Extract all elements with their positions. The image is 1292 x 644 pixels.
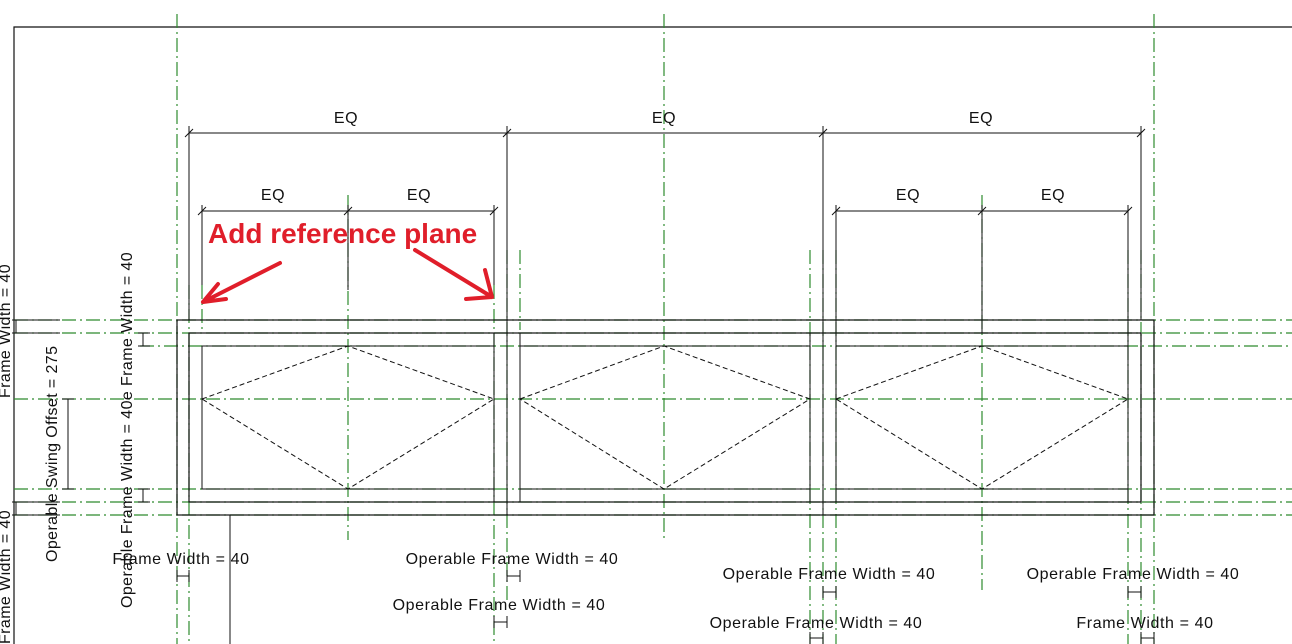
eq-label: EQ <box>407 187 431 204</box>
left-vertical-dims: Frame Width = 40 Frame Width = 40 Operab… <box>0 252 150 644</box>
dimension-left-eq: EQ EQ <box>197 187 499 290</box>
frame-width-dim-bottom-left: Frame Width = 40 <box>112 551 249 568</box>
arrow-left-icon <box>201 261 282 304</box>
window-frame <box>176 319 1155 516</box>
eq-label: EQ <box>652 110 676 127</box>
sash-middle <box>519 345 811 490</box>
horizontal-reference-planes <box>14 319 1292 516</box>
eq-label: EQ <box>334 110 358 127</box>
operable-frame-width-dim: Operable Frame Width = 40 <box>393 597 606 614</box>
eq-label: EQ <box>1041 187 1065 204</box>
eq-label: EQ <box>261 187 285 204</box>
dimension-right-eq: EQ EQ <box>831 187 1133 333</box>
frame-width-dim-bottom: Frame Width = 40 <box>0 510 14 644</box>
sheet-border <box>13 26 1292 644</box>
mullion-1 <box>506 320 521 515</box>
arrow-right-icon <box>413 248 494 301</box>
operable-frame-width-dim: Operable Frame Width = 40 <box>406 551 619 568</box>
dimension-top-eq: EQ EQ EQ <box>184 110 1146 320</box>
mullion-2 <box>809 320 837 515</box>
swing-lines <box>200 345 1130 490</box>
operable-frame-width-vertical-dim: Operable Frame Width = 40e Frame Width =… <box>119 252 136 608</box>
annotation-add-reference-plane: Add reference plane <box>201 218 494 304</box>
frame-width-dim-bottom-right: Frame Width = 40 <box>1076 615 1213 632</box>
vertical-reference-planes <box>176 14 1155 644</box>
operable-swing-offset-dim: Operable Swing Offset = 275 <box>44 346 61 562</box>
eq-label: EQ <box>896 187 920 204</box>
eq-label: EQ <box>969 110 993 127</box>
frame-width-dim-top: Frame Width = 40 <box>0 264 14 398</box>
operable-frame-width-dim: Operable Frame Width = 40 <box>1027 566 1240 583</box>
operable-frame-width-dim: Operable Frame Width = 40 <box>710 615 923 632</box>
annotation-text: Add reference plane <box>208 218 477 249</box>
operable-frame-width-dim: Operable Frame Width = 40 <box>723 566 936 583</box>
bottom-dims: Frame Width = 40 Operable Frame Width = … <box>112 515 1239 644</box>
